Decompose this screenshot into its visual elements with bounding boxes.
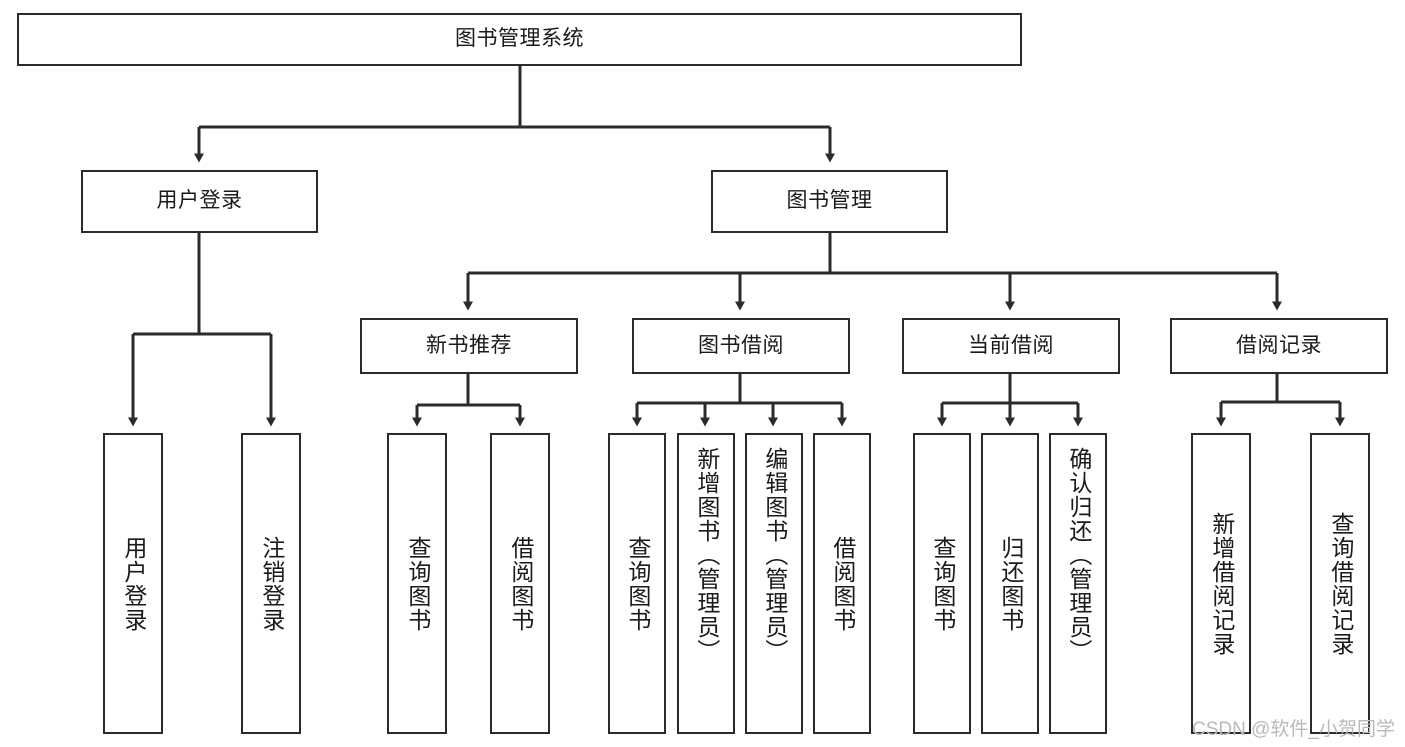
leaf-add-book[interactable]: 新增图书（管理员） bbox=[677, 433, 735, 734]
leaf-user-logout[interactable]: 注销登录 bbox=[241, 433, 301, 734]
node-label: 借阅图书 bbox=[507, 535, 534, 632]
node-label: 图书管理 bbox=[786, 189, 873, 213]
node-current-borrow[interactable]: 当前借阅 bbox=[902, 318, 1120, 374]
node-book-borrow[interactable]: 图书借阅 bbox=[632, 318, 850, 374]
leaf-borrow-book-new-rec[interactable]: 借阅图书 bbox=[490, 433, 550, 734]
node-label: 用户登录 bbox=[120, 535, 147, 632]
node-label: 确认归还（管理员） bbox=[1065, 447, 1092, 663]
leaf-user-login[interactable]: 用户登录 bbox=[103, 433, 163, 734]
node-label: 查询图书 bbox=[624, 535, 651, 632]
node-label: 借阅图书 bbox=[829, 535, 856, 632]
node-label: 借阅记录 bbox=[1236, 333, 1322, 357]
leaf-confirm-return[interactable]: 确认归还（管理员） bbox=[1049, 433, 1107, 734]
node-label: 查询图书 bbox=[404, 535, 431, 632]
node-borrow-record[interactable]: 借阅记录 bbox=[1170, 318, 1388, 374]
node-label: 编辑图书（管理员） bbox=[761, 447, 788, 663]
node-label: 当前借阅 bbox=[968, 333, 1054, 357]
leaf-query-book-current[interactable]: 查询图书 bbox=[913, 433, 971, 734]
leaf-add-borrow-record[interactable]: 新增借阅记录 bbox=[1191, 433, 1251, 734]
node-user-login[interactable]: 用户登录 bbox=[81, 170, 318, 233]
leaf-query-book-new-rec[interactable]: 查询图书 bbox=[387, 433, 447, 734]
node-root-system[interactable]: 图书管理系统 bbox=[17, 13, 1022, 66]
node-label: 图书借阅 bbox=[698, 333, 784, 357]
node-new-book-rec[interactable]: 新书推荐 bbox=[360, 318, 578, 374]
leaf-borrow-book-borrow[interactable]: 借阅图书 bbox=[813, 433, 871, 734]
node-book-manage[interactable]: 图书管理 bbox=[711, 170, 948, 233]
node-label: 新增借阅记录 bbox=[1208, 511, 1235, 656]
node-label: 用户登录 bbox=[156, 189, 243, 213]
node-label: 查询图书 bbox=[929, 535, 956, 632]
node-label: 图书管理系统 bbox=[455, 27, 584, 51]
leaf-edit-book[interactable]: 编辑图书（管理员） bbox=[745, 433, 803, 734]
node-label: 注销登录 bbox=[258, 535, 285, 632]
leaf-return-book[interactable]: 归还图书 bbox=[981, 433, 1039, 734]
node-label: 查询借阅记录 bbox=[1327, 511, 1354, 656]
leaf-query-borrow-record[interactable]: 查询借阅记录 bbox=[1310, 433, 1370, 734]
node-label: 新增图书（管理员） bbox=[693, 447, 720, 663]
node-label: 新书推荐 bbox=[426, 333, 512, 357]
leaf-query-book-borrow[interactable]: 查询图书 bbox=[608, 433, 666, 734]
node-label: 归还图书 bbox=[997, 535, 1024, 632]
csdn-watermark: CSDN @软件_小贺同学 bbox=[1192, 719, 1395, 740]
